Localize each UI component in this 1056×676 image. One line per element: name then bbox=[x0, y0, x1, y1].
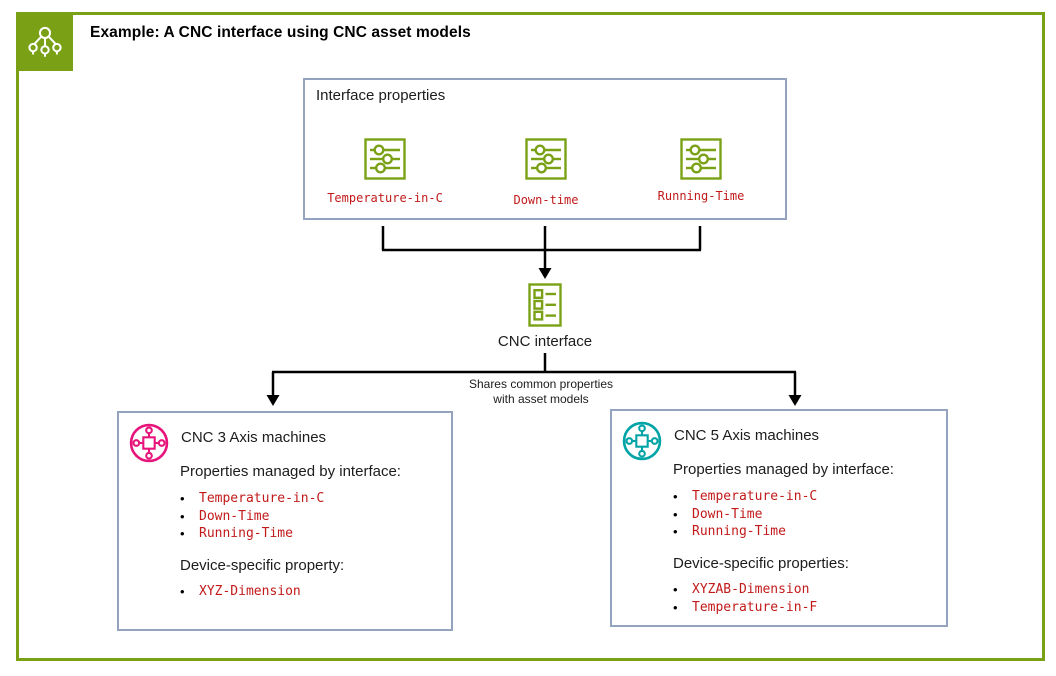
asset-hierarchy-icon bbox=[23, 21, 67, 65]
cnc-interface-label: CNC interface bbox=[497, 333, 593, 350]
property-name: Temperature-in-F bbox=[692, 599, 818, 615]
share-note-line2: with asset models bbox=[493, 392, 589, 406]
property-name: Down-Time bbox=[199, 508, 270, 524]
sliders-icon bbox=[524, 137, 568, 181]
property-name: Temperature-in-C bbox=[692, 489, 818, 505]
device-properties-heading: Device-specific property: bbox=[180, 557, 345, 574]
checklist-icon bbox=[527, 282, 563, 328]
property-name: XYZAB-Dimension bbox=[692, 582, 810, 598]
device-properties-list: • XYZAB-Dimension • Temperature-in-F bbox=[673, 581, 817, 616]
list-item: • XYZ-Dimension bbox=[180, 584, 301, 600]
list-item: • Running-Time bbox=[673, 524, 786, 540]
share-note-line1: Shares common properties bbox=[468, 377, 614, 391]
sliders-icon bbox=[679, 137, 723, 181]
property-name: Down-Time bbox=[692, 506, 763, 522]
list-item: • Temperature-in-C bbox=[673, 489, 818, 505]
share-note: Shares common properties with asset mode… bbox=[469, 377, 613, 407]
property-label: Down-time bbox=[513, 193, 579, 207]
property-label: Running-Time bbox=[657, 189, 745, 203]
asset-hub-icon bbox=[621, 420, 663, 462]
interface-properties-box: Interface properties bbox=[303, 78, 787, 220]
managed-properties-heading: Properties managed by interface: bbox=[180, 463, 401, 480]
managed-properties-list: • Temperature-in-C • Down-Time • Running… bbox=[180, 490, 324, 543]
managed-properties-heading: Properties managed by interface: bbox=[673, 461, 894, 478]
page-title: Example: A CNC interface using CNC asset… bbox=[90, 24, 471, 41]
asset-box-cnc-5-axis: CNC 5 Axis machines Properties managed b… bbox=[610, 409, 948, 627]
property-name: XYZ-Dimension bbox=[199, 584, 301, 600]
device-properties-heading: Device-specific properties: bbox=[673, 555, 849, 572]
asset-hub-icon bbox=[128, 422, 170, 464]
list-item: • Down-Time bbox=[180, 508, 270, 524]
logo-tile bbox=[16, 14, 73, 71]
device-properties-list: • XYZ-Dimension bbox=[180, 583, 301, 601]
asset-box-cnc-3-axis: CNC 3 Axis machines Properties managed b… bbox=[117, 411, 453, 631]
sliders-icon bbox=[363, 137, 407, 181]
list-item: • Temperature-in-F bbox=[673, 599, 818, 615]
list-item: • XYZAB-Dimension bbox=[673, 582, 810, 598]
property-name: Running-Time bbox=[692, 524, 786, 540]
property-name: Temperature-in-C bbox=[199, 491, 325, 507]
interface-properties-title: Interface properties bbox=[316, 87, 446, 104]
outer-green-border bbox=[16, 12, 1045, 661]
asset-box-title: CNC 3 Axis machines bbox=[181, 429, 327, 446]
managed-properties-list: • Temperature-in-C • Down-Time • Running… bbox=[673, 488, 817, 541]
list-item: • Down-Time bbox=[673, 506, 763, 522]
list-item: • Running-Time bbox=[180, 526, 293, 542]
property-name: Running-Time bbox=[199, 526, 293, 542]
list-item: • Temperature-in-C bbox=[180, 491, 325, 507]
property-label: Temperature-in-C bbox=[327, 191, 443, 205]
asset-box-title: CNC 5 Axis machines bbox=[674, 427, 820, 444]
